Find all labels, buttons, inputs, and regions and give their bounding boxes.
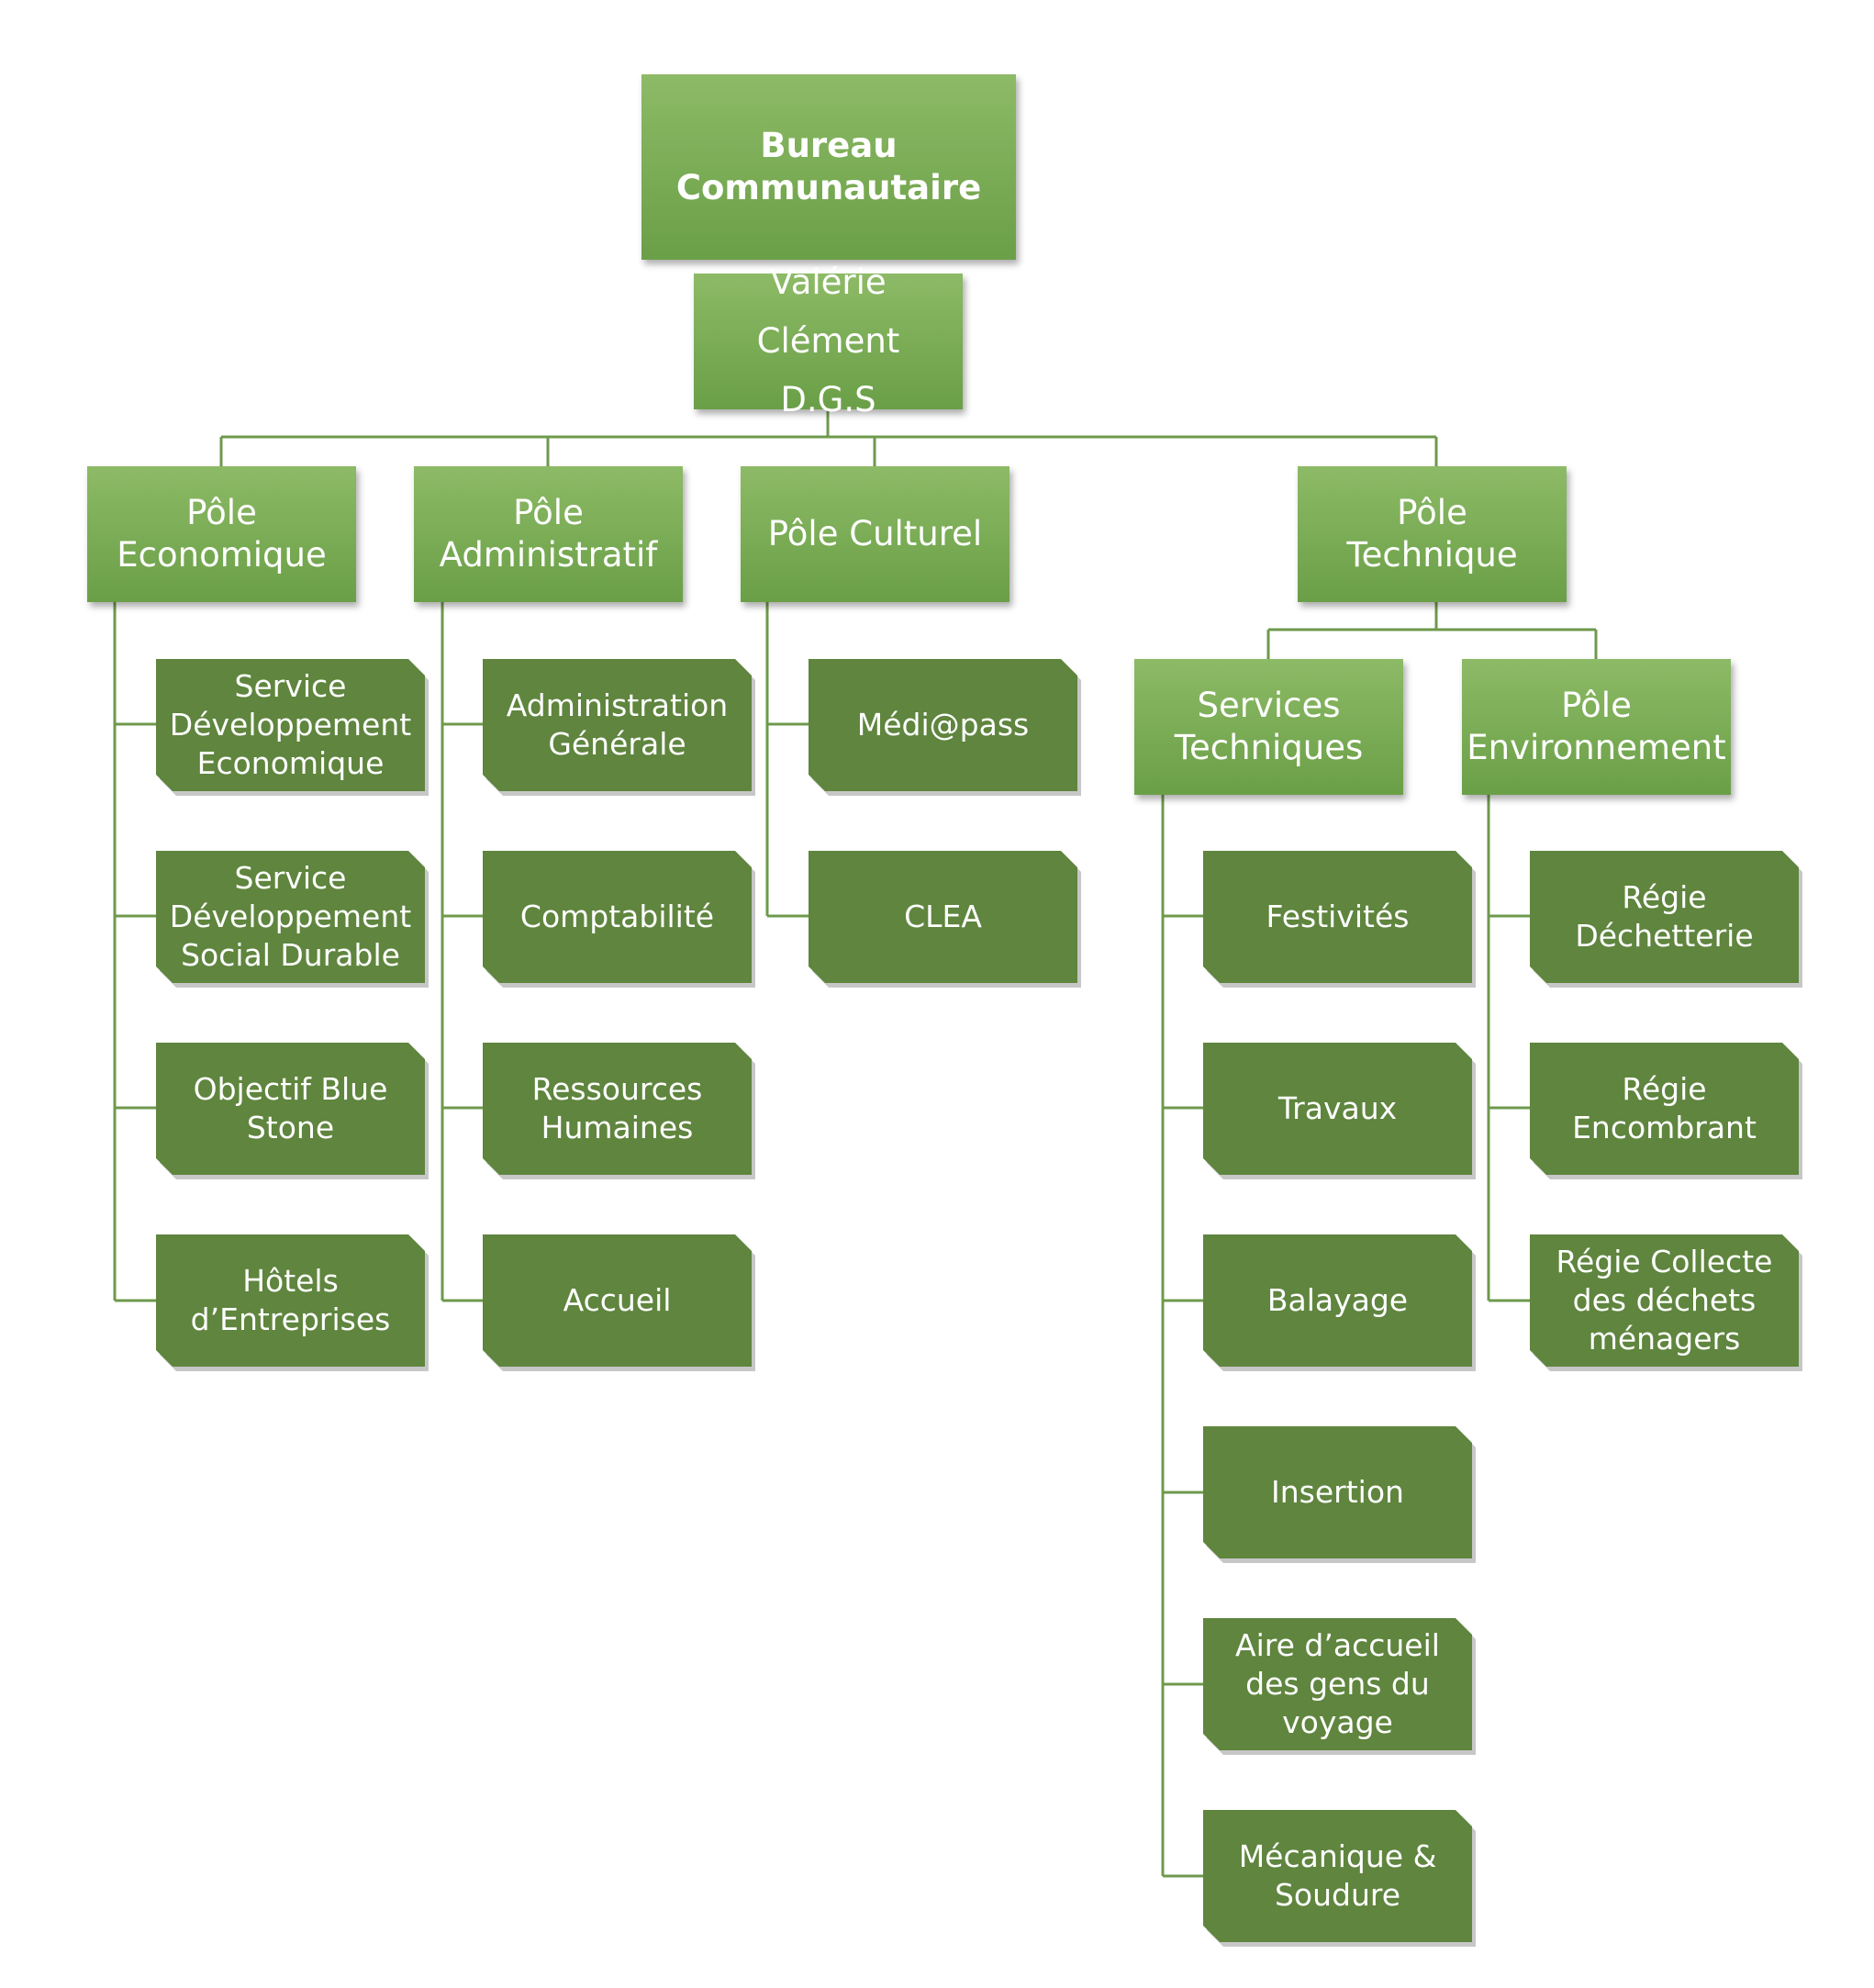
node-medipass: Médi@pass (809, 659, 1077, 791)
node-services-techniques: Services Techniques (1134, 659, 1403, 795)
node-dgs: Valérie Clément D.G.S (694, 262, 963, 419)
node-balayage: Balayage (1203, 1234, 1472, 1367)
node-comptabilite: Comptabilité (483, 851, 752, 983)
node-pole-culturel: Pôle Culturel (741, 466, 1010, 602)
node-regie-dechetterie: Régie Déchetterie (1530, 851, 1799, 983)
node-bureau-communautaire: Bureau Communautaire (641, 74, 1016, 260)
node-pole-economique: Pôle Economique (87, 466, 356, 602)
node-pole-environnement: Pôle Environnement (1462, 659, 1731, 795)
node-service-developpement-social-durable: Service Développement Social Durable (156, 851, 425, 983)
node-hotels-entreprises: Hôtels d’Entreprises (156, 1234, 425, 1367)
node-service-developpement-economique: Service Développement Economique (156, 659, 425, 791)
node-regie-encombrant: Régie Encombrant (1530, 1043, 1799, 1175)
node-pole-technique: Pôle Technique (1298, 466, 1567, 602)
node-clea: CLEA (809, 851, 1077, 983)
node-administration-generale: Administration Générale (483, 659, 752, 791)
node-festivites: Festivités (1203, 851, 1472, 983)
node-regie-collecte-dechets-menagers: Régie Collecte des déchets ménagers (1530, 1234, 1799, 1367)
node-accueil: Accueil (483, 1234, 752, 1367)
node-objectif-blue-stone: Objectif Blue Stone (156, 1043, 425, 1175)
node-mecanique-soudure: Mécanique & Soudure (1203, 1810, 1472, 1942)
node-pole-administratif: Pôle Administratif (414, 466, 683, 602)
node-insertion: Insertion (1203, 1426, 1472, 1558)
node-ressources-humaines: Ressources Humaines (483, 1043, 752, 1175)
node-travaux: Travaux (1203, 1043, 1472, 1175)
node-aire-accueil-gens-du-voyage: Aire d’accueil des gens du voyage (1203, 1618, 1472, 1750)
